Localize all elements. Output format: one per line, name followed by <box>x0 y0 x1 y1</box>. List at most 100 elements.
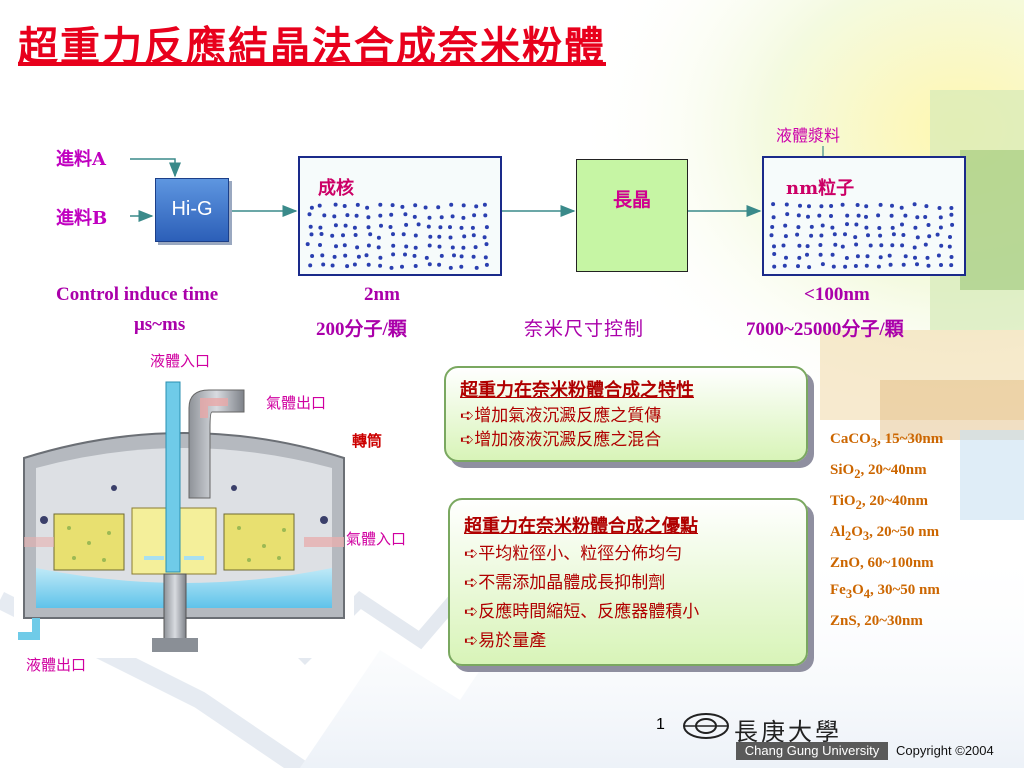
particle-dot <box>782 263 787 268</box>
particle-dot <box>939 263 943 267</box>
particle-dot <box>319 232 324 236</box>
particle-dot <box>901 233 906 237</box>
particle-dot <box>796 264 800 269</box>
particle-dot <box>923 242 928 247</box>
hi-g-reactor-box: Hi-G <box>155 178 229 242</box>
particle-dot <box>864 225 869 230</box>
university-name-en: Chang Gung University <box>736 742 888 760</box>
particle-dot <box>378 202 383 207</box>
particle-dot <box>890 225 895 230</box>
particle-dot <box>817 213 822 218</box>
particle-dot <box>354 213 359 218</box>
particle-dot <box>878 202 883 207</box>
time-unit: μs~ms <box>134 314 186 335</box>
advantages-item: ➪不需添加晶體成長抑制劑 <box>464 573 666 593</box>
particle-dot <box>427 262 432 267</box>
particle-dot <box>903 213 908 218</box>
control-induce-time: Control induce time <box>56 284 219 305</box>
particle-dot <box>376 245 381 250</box>
particle-dot <box>798 203 802 208</box>
particle-dot <box>901 262 906 267</box>
particle-dot <box>413 264 418 268</box>
particle-dot <box>413 245 418 250</box>
particle-dot <box>889 213 894 218</box>
particle-dot <box>840 202 845 207</box>
particle-dot <box>412 253 417 258</box>
particle-dot <box>923 215 928 219</box>
particle-dot <box>853 235 858 240</box>
particle-dot <box>878 233 883 238</box>
materials-list: CaCO3, 15~30nm SiO2, 20~40nm TiO2, 20~40… <box>830 426 943 635</box>
particle-dot <box>403 212 408 217</box>
material-item: ZnS, 20~30nm <box>830 613 923 629</box>
particle-dot <box>949 212 954 217</box>
particle-dot <box>936 253 941 258</box>
particle-dot <box>332 214 337 219</box>
particle-dot <box>309 205 314 210</box>
feed-a-label: 進料A <box>56 149 106 170</box>
particle-dot <box>854 242 859 247</box>
feed-b-label: 進料B <box>56 208 108 229</box>
particle-dot <box>855 203 860 207</box>
particle-dot <box>474 204 479 209</box>
particle-dot <box>783 234 788 239</box>
particle-dot <box>334 244 338 249</box>
right-arrow-bullet-icon: ➪ <box>464 544 479 564</box>
material-item: ZnO, 60~100nm <box>830 555 934 571</box>
particle-dot <box>318 225 323 230</box>
particle-dot <box>403 252 407 257</box>
particle-dot <box>366 215 371 220</box>
particle-dot <box>404 222 409 227</box>
particle-dot <box>318 243 322 247</box>
page-number: 1 <box>656 716 665 733</box>
particle-dot <box>887 253 892 258</box>
particle-dot <box>352 262 357 267</box>
gas-outlet-label: 氣體出口 <box>266 394 327 412</box>
gas-inlet-label: 氣體入口 <box>346 530 407 548</box>
particle-dot <box>391 252 396 257</box>
particle-dot <box>450 214 455 219</box>
particle-dot <box>368 232 373 237</box>
particle-dot <box>438 225 443 230</box>
particle-dot <box>391 243 396 248</box>
particle-dot <box>462 234 467 239</box>
particle-dot <box>413 233 418 238</box>
particle-dot <box>353 233 358 237</box>
page-title: 超重力反應結晶法合成奈米粉體 <box>18 23 606 70</box>
particle-dot <box>915 215 920 220</box>
particle-dot <box>459 264 464 269</box>
nucleation-dots <box>305 202 489 270</box>
particle-dot <box>903 254 908 259</box>
particle-dot <box>820 223 825 228</box>
right-arrow-bullet-icon: ➪ <box>464 602 479 622</box>
particle-dot <box>840 244 845 249</box>
material-item: TiO2, 20~40nm <box>830 493 928 512</box>
particle-dot <box>769 233 774 238</box>
particle-dot <box>819 233 824 238</box>
particle-dot <box>305 242 310 247</box>
particle-dot <box>949 263 954 268</box>
particle-dot <box>424 255 429 260</box>
particle-dot <box>926 263 931 268</box>
growth-box: 長晶 <box>576 159 688 272</box>
particle-dot <box>426 224 431 229</box>
particle-dot <box>389 265 394 270</box>
material-item: Al2O3, 20~50 nm <box>830 524 940 543</box>
particle-dot <box>473 245 478 250</box>
particle-dot <box>366 243 371 248</box>
size-control-label: 奈米尺寸控制 <box>524 318 645 340</box>
rotor-label: 轉筒 <box>352 432 383 450</box>
particle-dot <box>376 235 381 240</box>
particle-dot <box>322 213 327 218</box>
right-arrow-bullet-icon: ➪ <box>464 631 479 651</box>
particle-dot <box>355 245 360 250</box>
particle-dot <box>461 245 466 250</box>
particle-dot <box>949 255 954 259</box>
particle-dot <box>900 243 905 248</box>
particle-dot <box>876 213 881 218</box>
particle-dot <box>855 254 860 259</box>
particle-dot <box>830 252 835 257</box>
particle-dot <box>320 253 325 258</box>
right-arrow-bullet-icon: ➪ <box>464 573 479 593</box>
particle-dot <box>317 203 322 208</box>
